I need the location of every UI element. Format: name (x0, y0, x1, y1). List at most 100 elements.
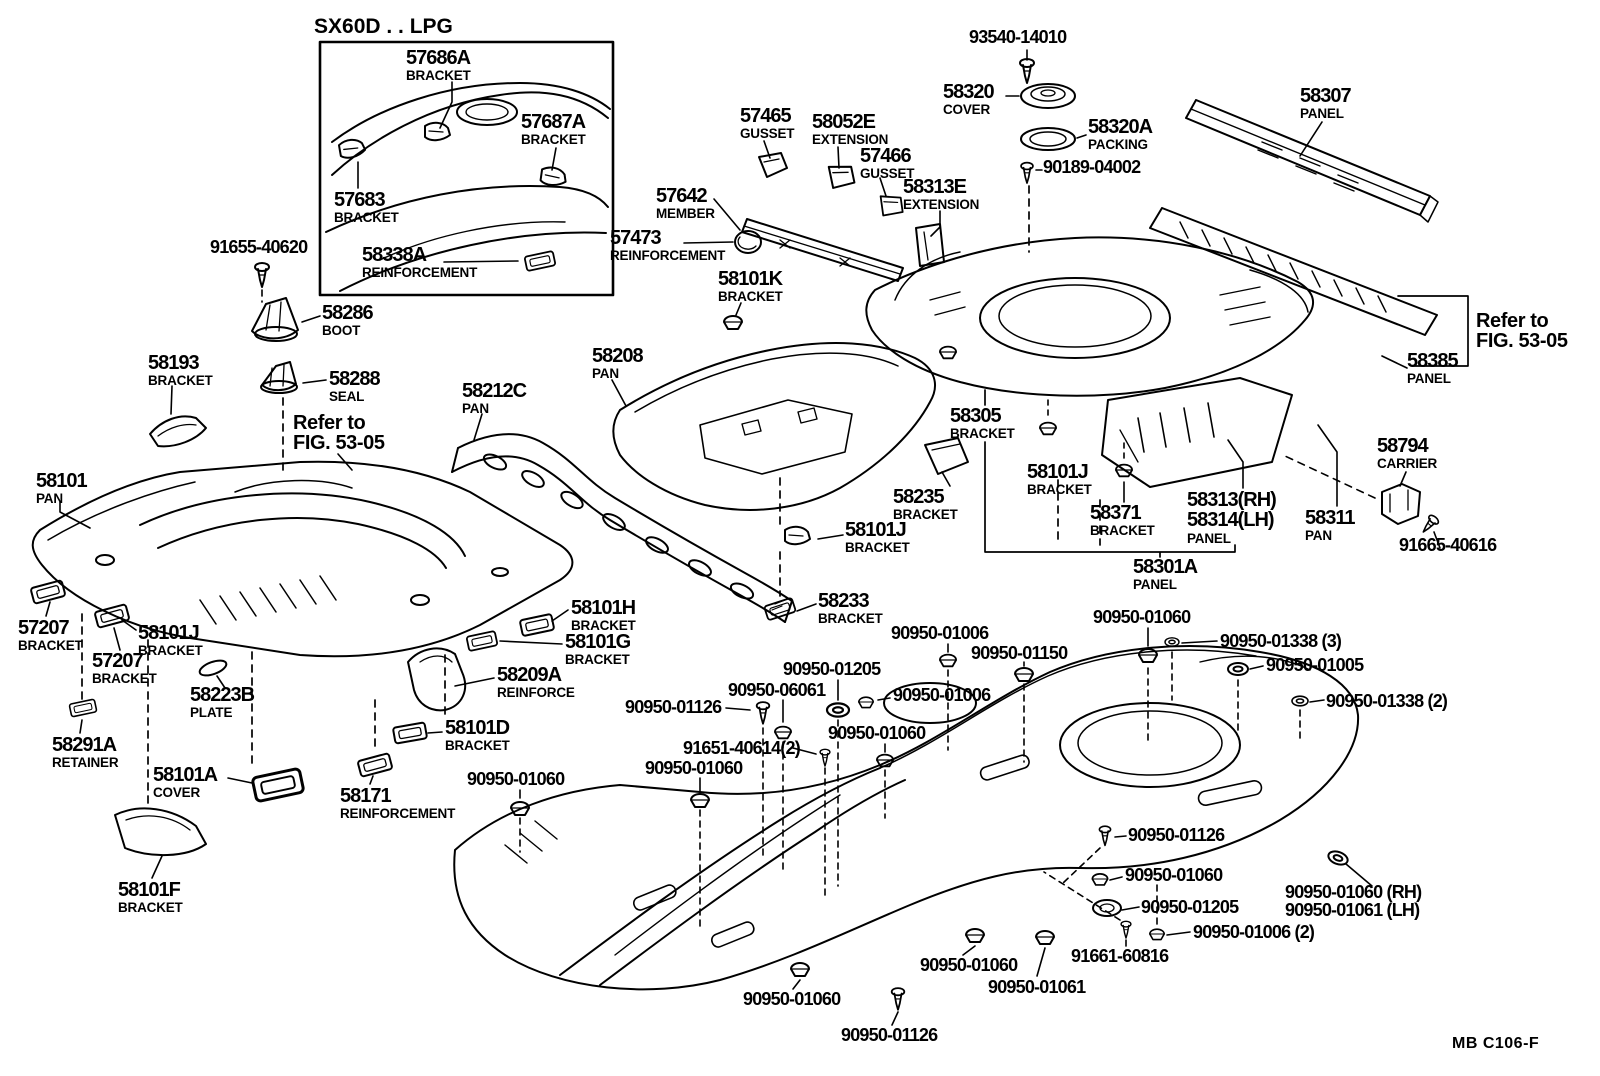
part-number-alt: FIG. 53-05 (293, 432, 385, 455)
part-description: BRACKET (893, 507, 958, 523)
part-number: 90950-01006 (893, 685, 991, 705)
part-description: BRACKET (1090, 523, 1155, 539)
part-number-alt: 90950-01061 (LH) (1285, 900, 1420, 921)
part-number: 57642 (656, 185, 708, 207)
part-description: BRACKET (445, 738, 510, 754)
part-description: EXTENSION (812, 132, 889, 148)
figure-code: MB C106-F (1452, 1035, 1539, 1052)
part-number-alt: 58314(LH) (1187, 509, 1275, 532)
part-description: PAN (1305, 528, 1332, 544)
part-number: SX60D . . LPG (314, 15, 453, 38)
part-description: BRACKET (565, 652, 630, 668)
part-number: 90950-01061 (988, 977, 1086, 997)
part-description: PAN (462, 401, 489, 417)
part-description: EXTENSION (903, 197, 980, 213)
label-9165540620-5: 91655-40620 (210, 237, 308, 257)
part-description: BRACKET (148, 373, 213, 389)
label-9095001006-57: 90950-01006 (891, 624, 989, 643)
part-number: 90950-01060 (467, 769, 565, 789)
part-number: 58101A (153, 764, 218, 786)
part-number: 90950-01060 (1093, 607, 1191, 627)
part-description: PANEL (1187, 530, 1231, 546)
part-number: 90950-01060 (920, 955, 1018, 975)
part-number: 58101J (845, 519, 907, 541)
label-9095001205-66: 90950-01205 (1141, 898, 1239, 917)
part-description: BRACKET (1027, 482, 1092, 498)
label-9095001126-64: 90950-01126 (1128, 825, 1225, 845)
variant-title: SX60D . . LPG (314, 15, 453, 38)
label-9095001006-59: 90950-01006 (893, 685, 991, 705)
part-number: 90950-01126 (625, 697, 722, 717)
part-number: 57687A (521, 111, 586, 133)
part-number: 58101H (571, 597, 636, 619)
rear-pan-58208-drawing (611, 342, 936, 511)
part-description: RETAINER (52, 755, 119, 771)
part-number: 58101G (565, 631, 631, 653)
part-number-alt: FIG. 53-05 (1476, 330, 1568, 353)
front-floor-pan-drawing (31, 460, 574, 658)
part-number: 58208 (592, 345, 644, 367)
part-number: 58371 (1090, 502, 1142, 524)
inset-box-lpg-variant (318, 40, 615, 297)
part-number: 57466 (860, 145, 912, 167)
part-number: 90950-01338 (3) (1220, 631, 1342, 651)
part-number: 58209A (497, 664, 562, 686)
part-number: 58286 (322, 302, 374, 324)
part-number: 90189-04002 (1043, 157, 1141, 177)
part-number: 58313(RH) (1187, 489, 1277, 511)
label-58313RH-32: 58313(RH)58314(LH)PANEL (1187, 489, 1277, 546)
part-number: 91655-40620 (210, 237, 308, 257)
part-number: 90950-01006 (2) (1193, 922, 1315, 942)
part-number: 91651-40614(2) (683, 738, 801, 758)
crossmember-57642-and-gussets (683, 140, 945, 330)
part-description: PANEL (1407, 371, 1451, 387)
part-description: BRACKET (406, 68, 471, 84)
part-description: REINFORCE (497, 685, 575, 701)
label-90950013382-63: 90950-01338 (2) (1326, 692, 1448, 711)
lower-back-panel-58307 (1185, 99, 1439, 223)
label-9095001060-70: 90950-01060 (920, 955, 1018, 975)
label-9166540616-35: 91665-40616 (1399, 536, 1497, 555)
part-number: 58193 (148, 352, 200, 374)
label-9166160816-68: 91661-60816 (1071, 947, 1169, 966)
part-number: 93540-14010 (969, 27, 1067, 47)
part-number: 57473 (610, 227, 662, 249)
label-9095001060-65: 90950-01060 (1125, 866, 1223, 885)
quarter-panel-and-carrier (1101, 377, 1441, 549)
part-description: SEAL (329, 389, 365, 405)
part-number: 90950-01150 (971, 643, 1068, 663)
part-number: 90950-06061 (728, 680, 826, 700)
part-number: 58320 (943, 81, 995, 103)
part-number: 58235 (893, 486, 945, 508)
part-description: BRACKET (718, 289, 783, 305)
part-number: 58305 (950, 405, 1002, 427)
part-number: 58101F (118, 879, 181, 901)
part-number: 90950-01126 (1128, 825, 1225, 845)
label-9354014010-20: 93540-14010 (969, 27, 1067, 47)
part-description: MEMBER (656, 206, 715, 222)
shift-boot-and-seal (149, 262, 353, 471)
part-number: 57465 (740, 105, 792, 127)
part-number: 57207 (92, 650, 144, 672)
part-description: BRACKET (92, 671, 157, 687)
part-number: 58307 (1300, 85, 1352, 107)
